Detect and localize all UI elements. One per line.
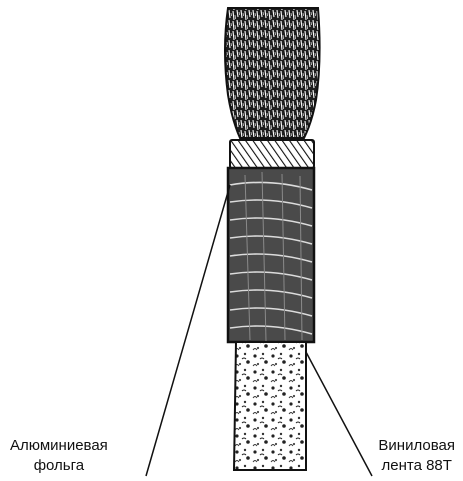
label-vinyl-tape-line1: Виниловая — [378, 436, 455, 456]
tape-leader-line — [306, 352, 372, 476]
collar-band — [230, 140, 314, 168]
exposed-core-lower — [234, 342, 306, 470]
label-vinyl-tape-line2: лента 88Т — [378, 456, 455, 476]
label-aluminum-foil: Алюминиевая фольга — [10, 436, 108, 476]
cable-jacket-upper — [225, 8, 320, 142]
label-aluminum-foil-line2: фольга — [10, 456, 108, 476]
foil-leader-line — [146, 185, 230, 476]
label-aluminum-foil-line1: Алюминиевая — [10, 436, 108, 456]
label-vinyl-tape: Виниловая лента 88Т — [378, 436, 455, 476]
vinyl-tape-wrap — [228, 168, 314, 342]
